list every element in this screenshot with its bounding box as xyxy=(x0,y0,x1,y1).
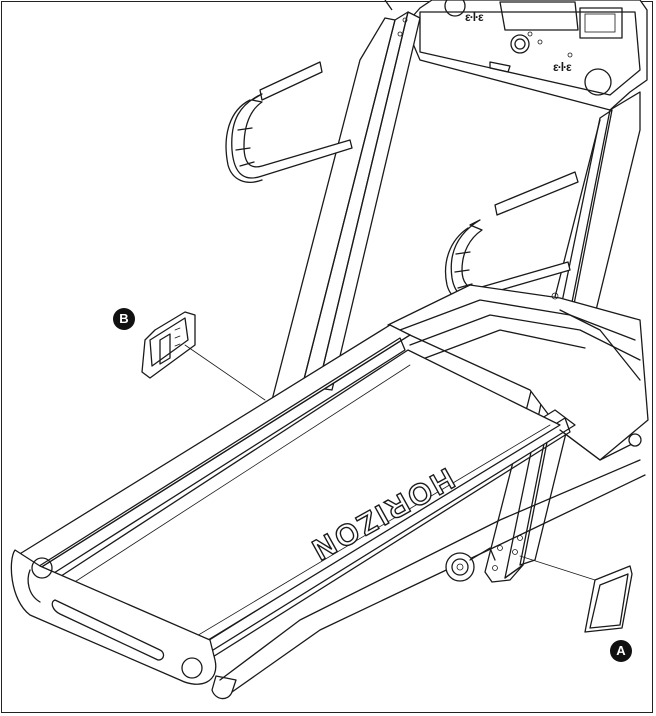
transport-wheels xyxy=(445,433,642,582)
left-upright xyxy=(271,11,421,401)
part-a-cover xyxy=(519,555,633,633)
part-b-cover xyxy=(141,311,266,401)
callout-a: A xyxy=(610,640,632,662)
motor-hood xyxy=(387,284,649,461)
deck xyxy=(10,324,646,700)
callout-b: B xyxy=(113,308,135,330)
console xyxy=(384,0,648,111)
console-logo-right: ε·l·ε xyxy=(553,60,572,74)
console-logo-left: ε·l·ε xyxy=(465,10,484,24)
left-handlebar xyxy=(225,61,353,183)
